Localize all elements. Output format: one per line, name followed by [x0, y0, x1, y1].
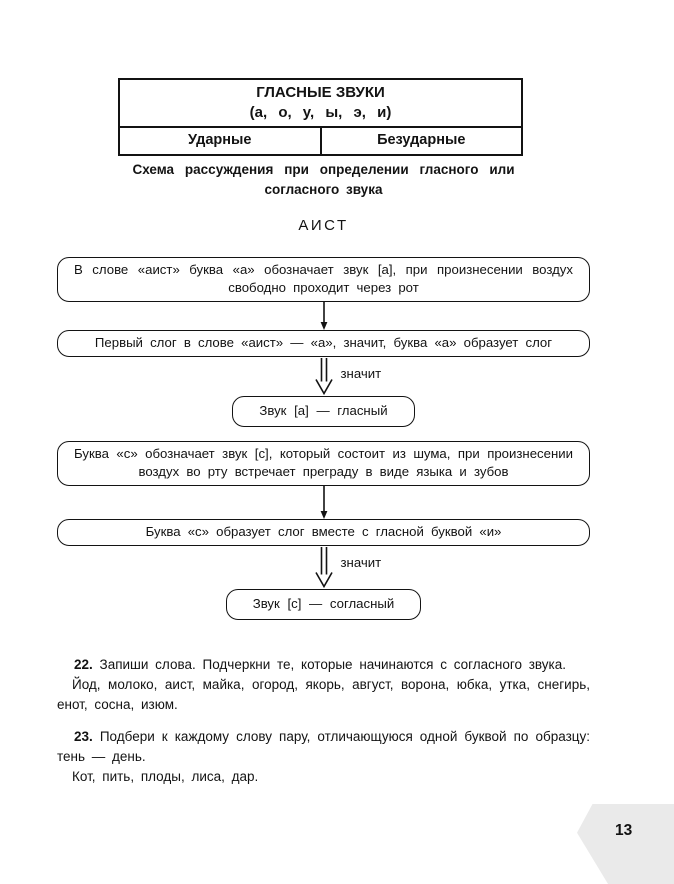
vowels-table-title: ГЛАСНЫЕ ЗВУКИ — [256, 84, 385, 101]
vowel-step2-box: Первый слог в слове «аист» — «а», значит… — [57, 330, 590, 357]
exercise-instruction: 23. Подбери к каждому слову пару, отлича… — [57, 727, 590, 767]
down-arrow — [57, 486, 590, 519]
consonant-step2-box: Буква «с» образует слог вместе с гласной… — [57, 519, 590, 546]
example-word: АИСТ — [298, 217, 349, 234]
exercise-words: Йод, молоко, аист, майка, огород, якорь,… — [57, 677, 590, 712]
exercise-23: 23. Подбери к каждому слову пару, отлича… — [57, 727, 590, 787]
exercise-instruction-text: Запиши слова. Подчеркни те, которые начи… — [99, 657, 566, 672]
page-number-tab: 13 — [577, 804, 674, 884]
vowels-table-header: ГЛАСНЫЕ ЗВУКИ (а, о, у, ы, э, и) — [120, 80, 521, 128]
exercise-instruction: 22. Запиши слова. Подчеркни те, которые … — [57, 655, 590, 675]
page-number: 13 — [615, 822, 633, 839]
exercise-number: 22. — [74, 657, 93, 672]
double-down-arrow-icon — [314, 358, 333, 395]
exercise-instruction-text: Подбери к каждому слову пару, отличающую… — [57, 729, 590, 764]
page-content: Схема рассуждения при определении гласно… — [57, 160, 590, 787]
exercise-number: 23. — [74, 729, 93, 744]
imply-arrow-vowel: значит — [57, 358, 590, 395]
vowels-table-subtitle: (а, о, у, ы, э, и) — [249, 104, 392, 121]
flowchart: В слове «аист» буква «а» обозначает звук… — [57, 257, 590, 620]
down-arrow — [57, 302, 590, 330]
exercises: 22. Запиши слова. Подчеркни те, которые … — [57, 655, 590, 787]
column-header-stressed: Ударные — [120, 128, 322, 154]
consonant-conclusion-box: Звук [с] — согласный — [225, 589, 422, 620]
imply-label: значит — [340, 366, 382, 381]
imply-label: значит — [340, 555, 382, 570]
double-down-arrow-icon — [314, 547, 333, 588]
exercise-22: 22. Запиши слова. Подчеркни те, которые … — [57, 655, 590, 715]
vowel-conclusion-box: Звук [а] — гласный — [232, 396, 415, 427]
down-arrow-icon — [320, 486, 327, 519]
scheme-heading: Схема рассуждения при определении гласно… — [132, 162, 515, 197]
exercise-words: Кот, пить, плоды, лиса, дар. — [72, 769, 259, 784]
consonant-step1-box: Буква «с» обозначает звук [с], который с… — [57, 441, 590, 486]
vowels-table: ГЛАСНЫЕ ЗВУКИ (а, о, у, ы, э, и) Ударные… — [118, 78, 523, 156]
imply-arrow-consonant: значит — [57, 547, 590, 588]
down-arrow-icon — [320, 302, 327, 330]
column-header-unstressed: Безударные — [377, 132, 466, 148]
vowel-step1-box: В слове «аист» буква «а» обозначает звук… — [57, 257, 590, 302]
vowels-table-columns: Ударные Безударные — [120, 128, 521, 154]
